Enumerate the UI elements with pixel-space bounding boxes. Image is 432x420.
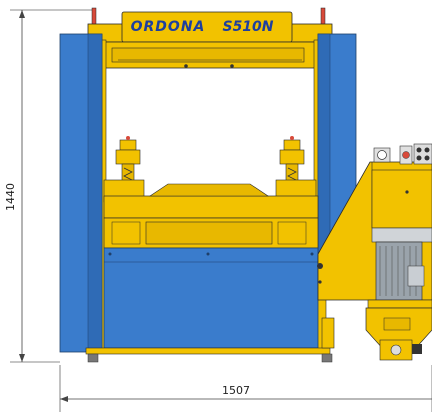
- lower-blue-cabinet: [103, 247, 319, 349]
- brand-model-text: S510N: [222, 19, 273, 35]
- control-panel: [373, 143, 432, 165]
- base-feet: [85, 317, 335, 363]
- width-dimension-label: 1507: [222, 384, 250, 397]
- height-dimension: [10, 9, 95, 363]
- left-blue-panel: [59, 33, 103, 353]
- motor-assembly: [367, 227, 432, 309]
- height-dimension-label: 1440: [4, 183, 17, 211]
- brand-plate: [130, 14, 286, 36]
- hydraulic-tank: [365, 307, 432, 361]
- width-dimension: [59, 365, 432, 412]
- left-clamp-unit: [103, 136, 145, 203]
- brand-logo-text: ORDONA: [131, 19, 206, 35]
- right-clamp-unit: [275, 136, 317, 203]
- central-bed: [103, 183, 319, 249]
